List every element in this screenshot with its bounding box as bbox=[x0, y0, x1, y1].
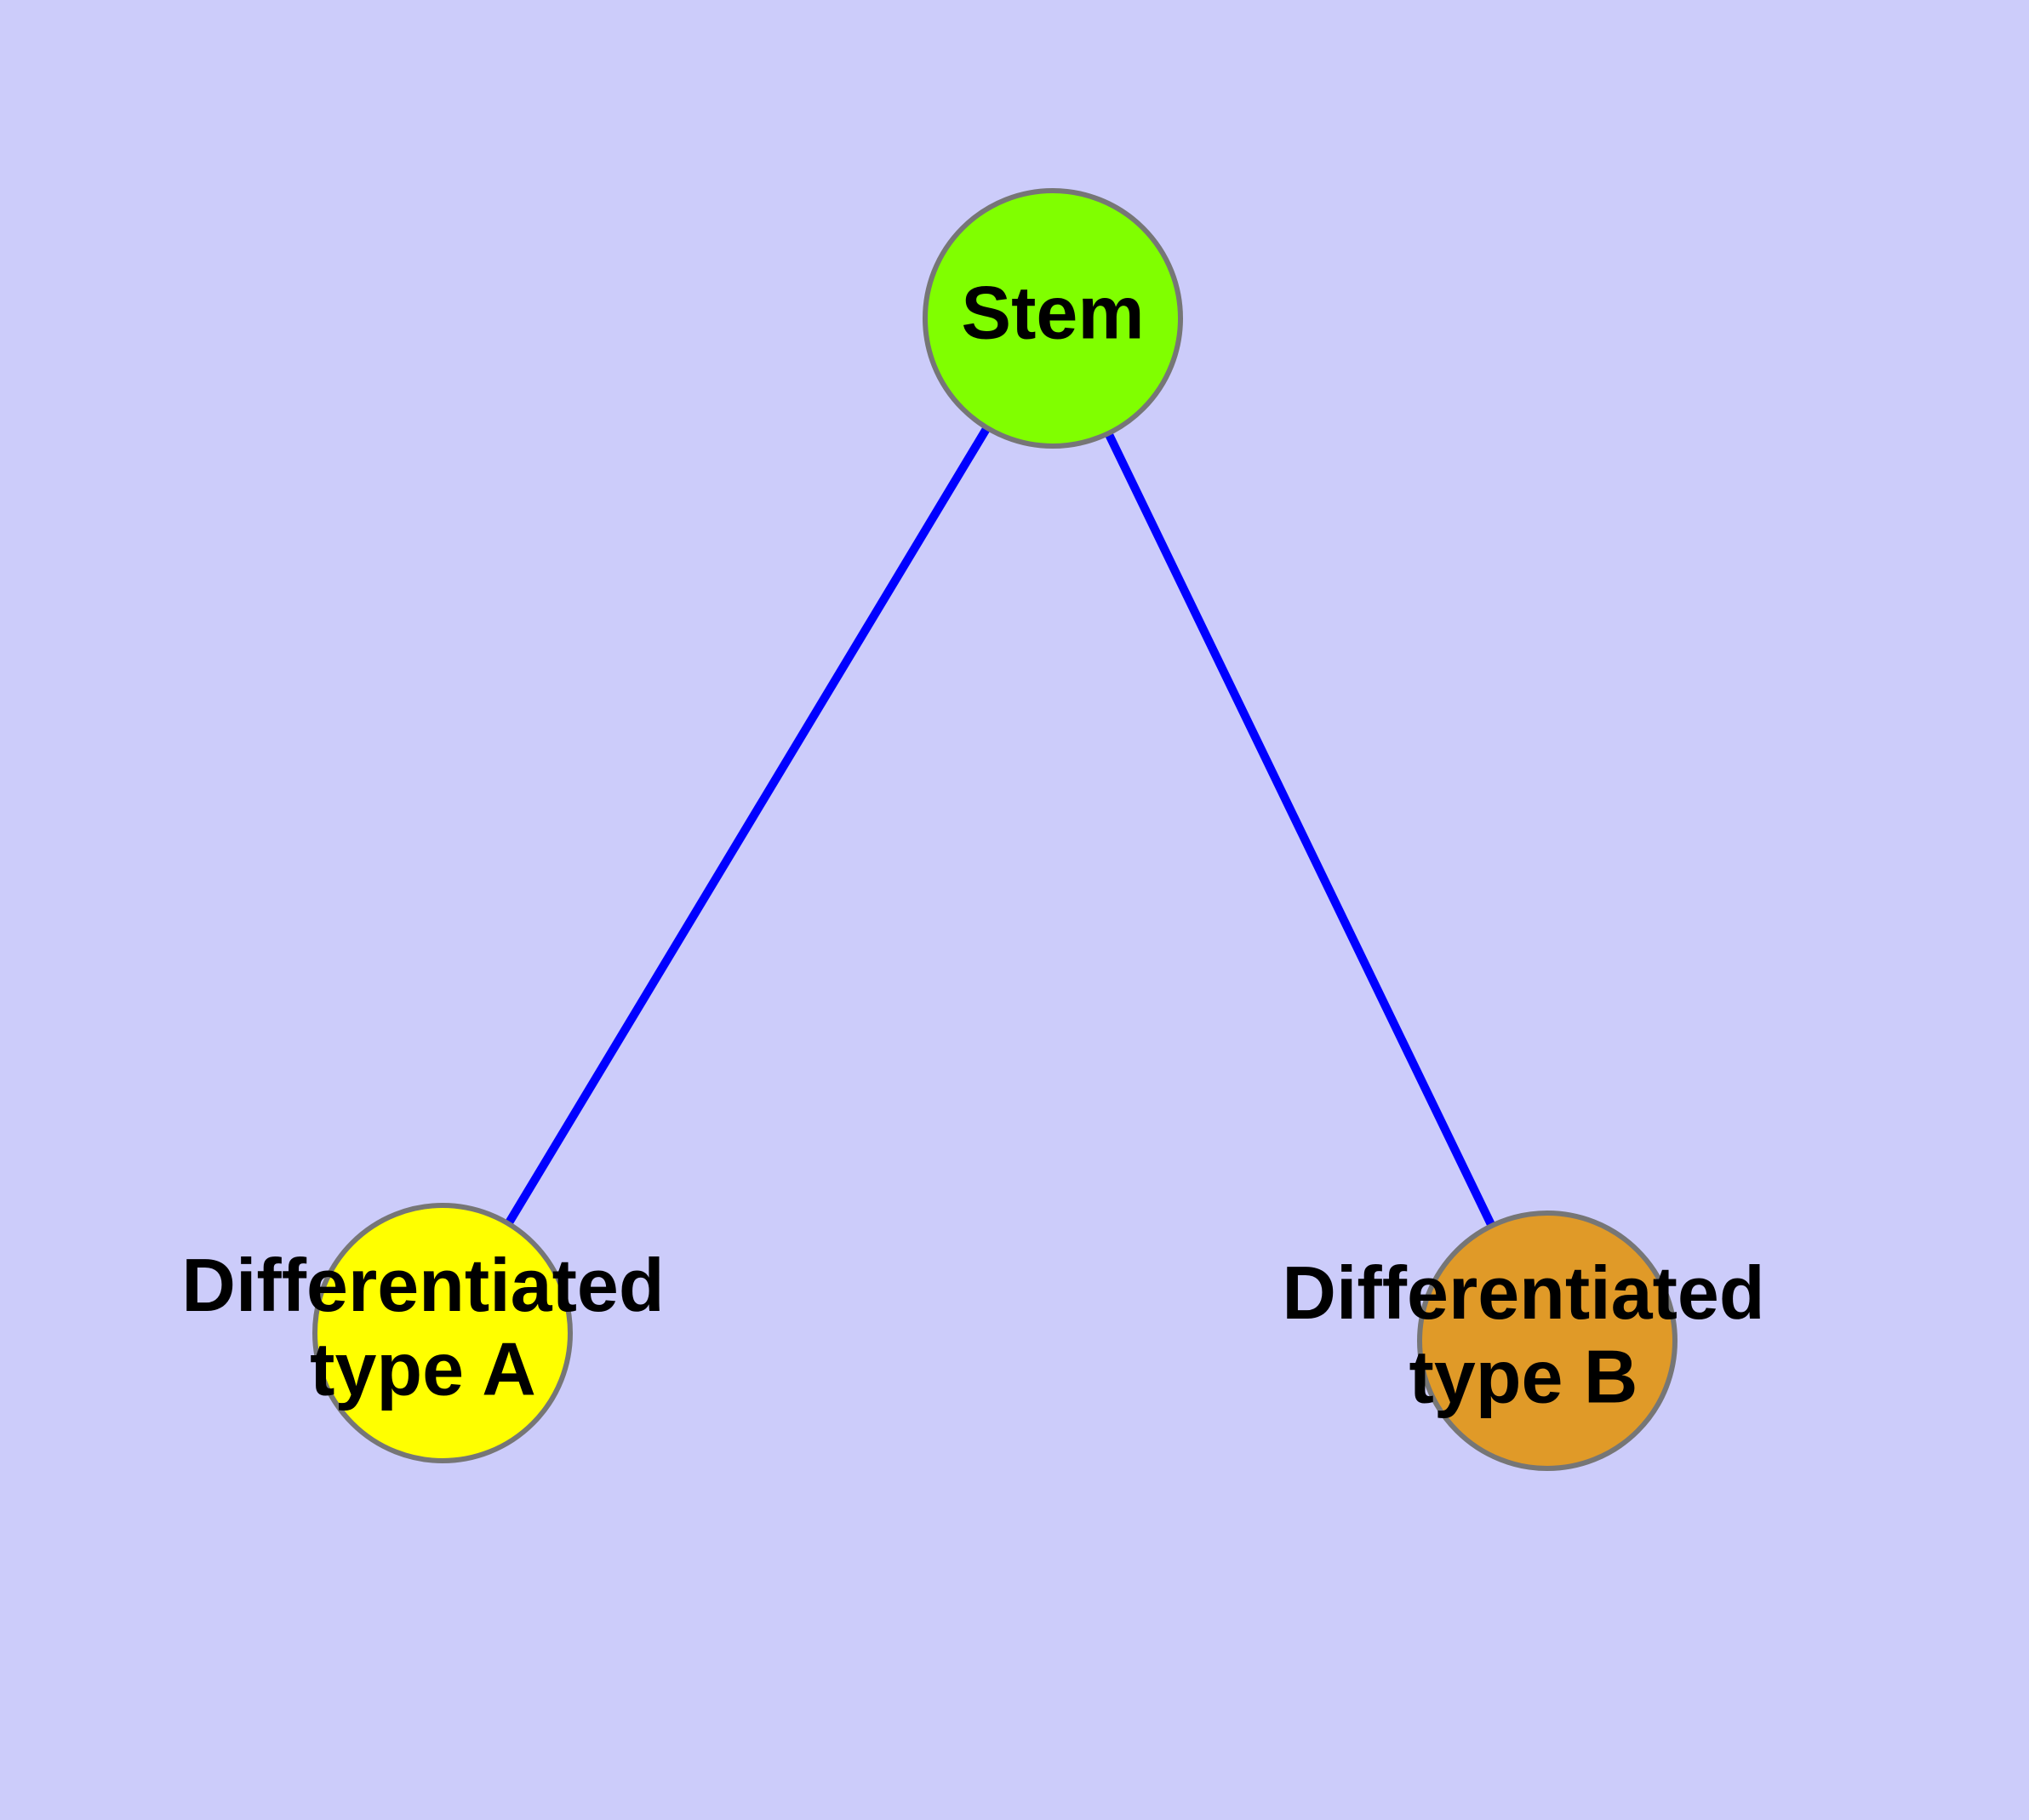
node-diff-b[interactable]: Differentiated type B bbox=[1282, 1210, 1765, 1471]
node-diff-b-circle[interactable] bbox=[1417, 1210, 1677, 1471]
edge-stem-to-diff-b[interactable] bbox=[1049, 316, 1552, 1343]
node-diff-a-circle[interactable] bbox=[312, 1203, 573, 1463]
node-stem[interactable]: Stem bbox=[923, 188, 1183, 449]
edge-stem-to-diff-a[interactable] bbox=[438, 316, 1057, 1336]
node-diff-a-label-line-1: Differentiated bbox=[181, 1243, 664, 1327]
node-diff-b-label-line-2: type B bbox=[1409, 1335, 1638, 1419]
node-diff-a[interactable]: Differentiated type A bbox=[181, 1203, 665, 1463]
node-diff-a-label-line-2: type A bbox=[310, 1327, 536, 1411]
nodes-layer: Stem Differentiated type A Differentiate… bbox=[181, 188, 1765, 1471]
node-stem-circle[interactable] bbox=[923, 188, 1183, 449]
node-stem-label-line-1: Stem bbox=[961, 270, 1144, 354]
node-diff-b-label-line-1: Differentiated bbox=[1282, 1251, 1764, 1335]
edges-layer bbox=[438, 316, 1552, 1343]
